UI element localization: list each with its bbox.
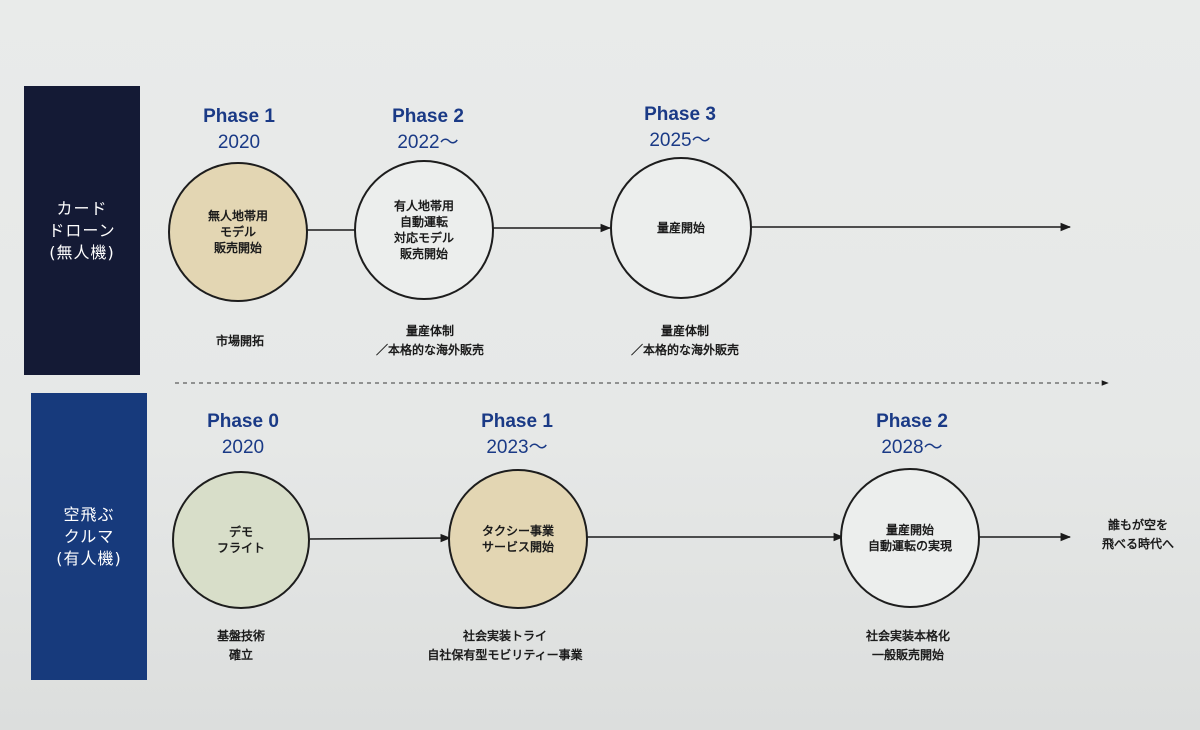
drone-phase-1-heading: Phase 1 2020 bbox=[154, 104, 324, 156]
final-goal-text: 誰もが空を 飛べる時代へ bbox=[1101, 518, 1174, 551]
drone-phase-2-note: 量産体制 ／本格的な海外販売 bbox=[375, 324, 484, 357]
car-phase-2-heading: Phase 2 2028～ bbox=[827, 409, 997, 461]
phase-year: 2020 bbox=[221, 437, 265, 458]
phase-label: Phase 2 bbox=[876, 411, 948, 432]
drone-phase-2-circle: 有人地帯用 自動運転 対応モデル 販売開始 bbox=[354, 160, 494, 300]
car-row-label: 空飛ぶ クルマ (有人機) bbox=[31, 393, 147, 680]
drone-phase-3-heading: Phase 3 2025～ bbox=[595, 102, 765, 154]
car-phase-0-circle: デモ フライト bbox=[172, 471, 310, 609]
drone-phase-3-circle: 量産開始 bbox=[610, 157, 752, 299]
car-phase-1-note: 社会実装トライ 自社保有型モビリティー事業 bbox=[427, 629, 583, 662]
phase-year: 2023～ bbox=[486, 437, 548, 458]
drone-phase-1-circle: 無人地帯用 モデル 販売開始 bbox=[168, 162, 308, 302]
car-arrow-1 bbox=[309, 533, 452, 543]
car-phase-1-circle: タクシー事業 サービス開始 bbox=[448, 469, 588, 609]
car-phase-2-circle: 量産開始 自動運転の実現 bbox=[840, 468, 980, 608]
phase-year: 2028～ bbox=[881, 437, 943, 458]
drone-phase-1-note: 市場開拓 bbox=[215, 334, 264, 348]
drone-row-label: カード ドローン (無人機) bbox=[24, 86, 140, 375]
phase-label: Phase 1 bbox=[203, 106, 275, 127]
phase-year: 2020 bbox=[217, 132, 261, 153]
phase-label: Phase 2 bbox=[392, 106, 464, 127]
car-phase-2-note: 社会実装本格化 一般販売開始 bbox=[865, 629, 950, 662]
drone-phase-3-note: 量産体制 ／本格的な海外販売 bbox=[630, 324, 739, 357]
car-phase-0-note: 基盤技術 確立 bbox=[216, 629, 265, 662]
phase-label: Phase 3 bbox=[644, 104, 716, 125]
car-phase-0-heading: Phase 0 2020 bbox=[158, 409, 328, 461]
phase-year: 2022～ bbox=[397, 132, 459, 153]
car-phase-1-heading: Phase 1 2023～ bbox=[432, 409, 602, 461]
phase-label: Phase 1 bbox=[481, 411, 553, 432]
phase-year: 2025～ bbox=[649, 130, 711, 151]
phase-label: Phase 0 bbox=[207, 411, 279, 432]
drone-phase-2-heading: Phase 2 2022～ bbox=[343, 104, 513, 156]
